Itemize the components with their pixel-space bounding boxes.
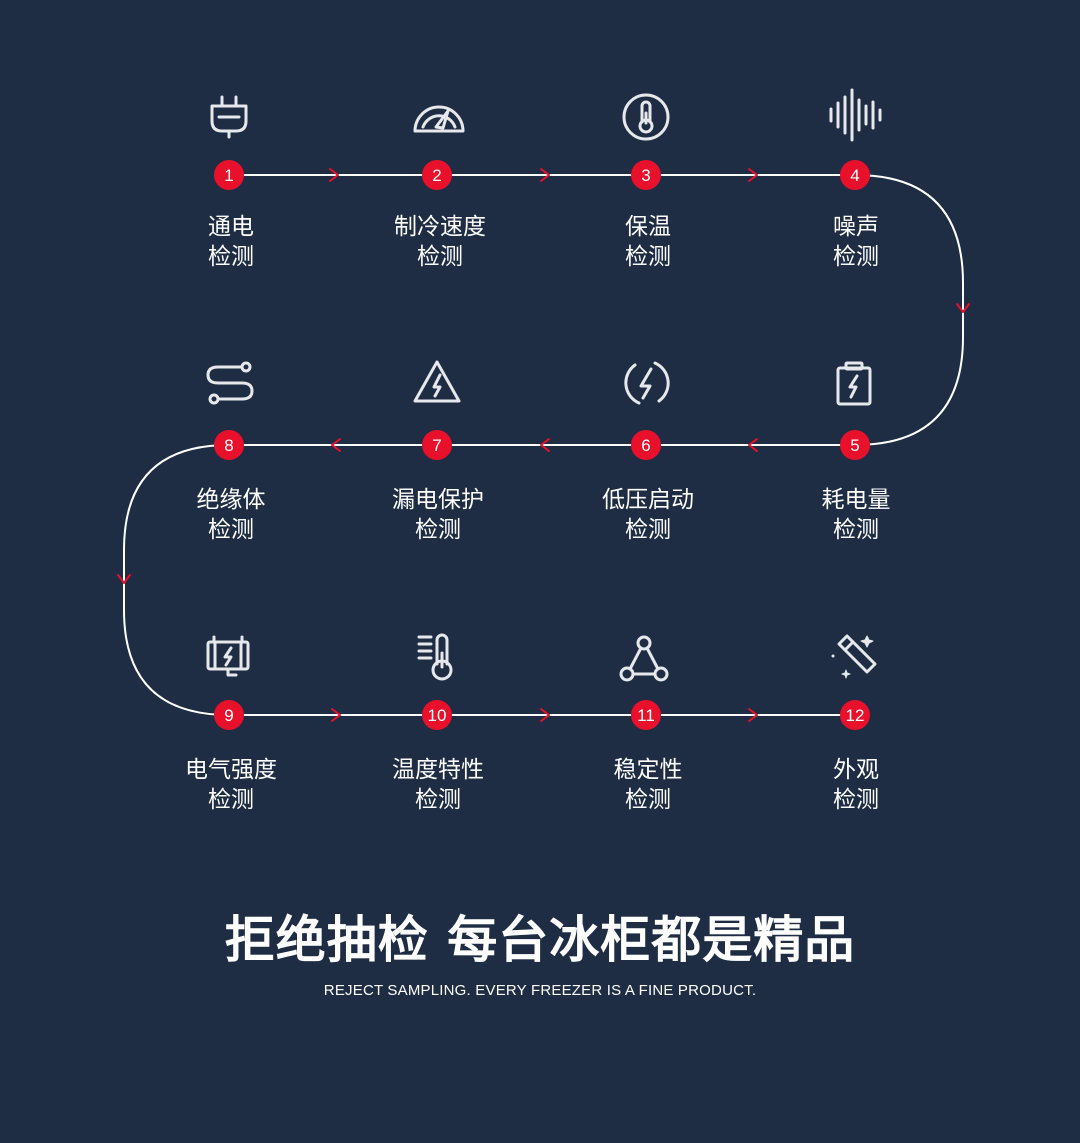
step-subtitle: 检测: [833, 244, 879, 270]
step-node-4: 4: [840, 160, 870, 190]
step-title: 电气强度: [185, 757, 277, 783]
lightning-circle-icon: [624, 361, 670, 405]
step-number: 10: [428, 706, 447, 725]
arrow-right-icon: [748, 168, 758, 182]
step-number-badge: [422, 700, 452, 730]
magic-wand-icon: [831, 634, 877, 679]
thermometer-circle-icon: [622, 93, 670, 141]
step-node-6: 6: [631, 430, 661, 460]
step-number-badge: [631, 700, 661, 730]
step-title: 制冷速度: [394, 214, 486, 240]
step-node-1: 1: [214, 160, 244, 190]
step-title: 噪声: [833, 214, 879, 240]
warning-triangle-icon: [413, 360, 461, 403]
step-number: 9: [224, 706, 233, 725]
step-number-badge: [214, 430, 244, 460]
arrow-left-icon: [540, 438, 550, 452]
step-node-3: 3: [631, 160, 661, 190]
step-number-badge: [631, 430, 661, 460]
plug-icon: [210, 95, 248, 139]
step-node-7: 7: [422, 430, 452, 460]
step-number: 4: [850, 166, 859, 185]
step-label-11: 稳定性 检测: [568, 755, 728, 815]
step-subtitle: 检测: [625, 787, 671, 813]
step-title: 稳定性: [613, 757, 683, 783]
step-number-badge: [214, 700, 244, 730]
step-subtitle: 检测: [208, 517, 254, 543]
step-number: 2: [432, 166, 441, 185]
step-title: 通电: [208, 214, 254, 240]
step-node-10: 10: [422, 700, 452, 730]
step-title: 绝缘体: [196, 487, 266, 513]
arrow-right-icon: [748, 708, 758, 722]
arrow-right-icon: [331, 708, 341, 722]
step-label-12: 外观 检测: [776, 755, 936, 815]
step-subtitle: 检测: [625, 517, 671, 543]
step-subtitle: 检测: [625, 244, 671, 270]
arrow-right-icon: [540, 168, 550, 182]
step-subtitle: 检测: [833, 787, 879, 813]
step-number: 12: [846, 706, 865, 725]
thermometer-scale-icon: [417, 633, 453, 681]
step-title: 耗电量: [821, 487, 891, 513]
step-label-5: 耗电量 检测: [776, 485, 936, 545]
step-label-2: 制冷速度 检测: [360, 212, 520, 272]
sound-wave-icon: [829, 88, 882, 142]
step-node-5: 5: [840, 430, 870, 460]
step-number-badge: [422, 160, 452, 190]
step-number: 8: [224, 436, 233, 455]
arrow-left-icon: [331, 438, 341, 452]
step-number: 1: [224, 166, 233, 185]
triangle-nodes-icon: [619, 635, 669, 682]
step-label-7: 漏电保护 检测: [358, 485, 518, 545]
step-label-6: 低压启动 检测: [568, 485, 728, 545]
step-label-8: 绝缘体 检测: [151, 485, 311, 545]
step-subtitle: 检测: [415, 787, 461, 813]
step-subtitle: 检测: [417, 244, 463, 270]
step-number-badge: [840, 700, 870, 730]
step-label-3: 保温 检测: [568, 212, 728, 272]
step-number: 11: [637, 706, 655, 725]
step-title: 温度特性: [392, 757, 484, 783]
step-number-badge: [840, 160, 870, 190]
step-number-badge: [631, 160, 661, 190]
step-label-1: 通电 检测: [151, 212, 311, 272]
step-node-2: 2: [422, 160, 452, 190]
step-number: 3: [641, 166, 650, 185]
step-subtitle: 检测: [833, 517, 879, 543]
step-subtitle: 检测: [415, 517, 461, 543]
step-title: 保温: [625, 214, 671, 240]
step-number-badge: [214, 160, 244, 190]
step-title: 低压启动: [602, 487, 694, 513]
step-number-badge: [422, 430, 452, 460]
power-panel-icon: [206, 635, 250, 677]
step-title: 外观: [833, 757, 879, 783]
step-node-12: 12: [840, 700, 870, 730]
battery-clipboard-icon: [836, 361, 872, 406]
arrow-down-icon: [117, 574, 131, 584]
step-node-11: 11: [631, 700, 661, 730]
arrow-right-icon: [329, 168, 339, 182]
step-label-4: 噪声 检测: [776, 212, 936, 272]
step-number: 5: [850, 436, 859, 455]
arrow-down-icon: [956, 303, 970, 313]
step-number: 7: [432, 436, 441, 455]
step-number-badge: [840, 430, 870, 460]
step-subtitle: 检测: [208, 244, 254, 270]
arrow-right-icon: [540, 708, 550, 722]
step-node-8: 8: [214, 430, 244, 460]
step-node-9: 9: [214, 700, 244, 730]
route-icon: [206, 361, 254, 405]
step-label-10: 温度特性 检测: [358, 755, 518, 815]
subline: REJECT SAMPLING. EVERY FREEZER IS A FINE…: [323, 982, 757, 999]
headline: 拒绝抽检 每台冰柜都是精品: [224, 911, 856, 969]
arrow-left-icon: [748, 438, 758, 452]
step-label-9: 电气强度 检测: [151, 755, 311, 815]
gauge-icon: [413, 105, 465, 133]
step-subtitle: 检测: [208, 787, 254, 813]
step-number: 6: [641, 436, 650, 455]
step-title: 漏电保护: [392, 487, 484, 513]
